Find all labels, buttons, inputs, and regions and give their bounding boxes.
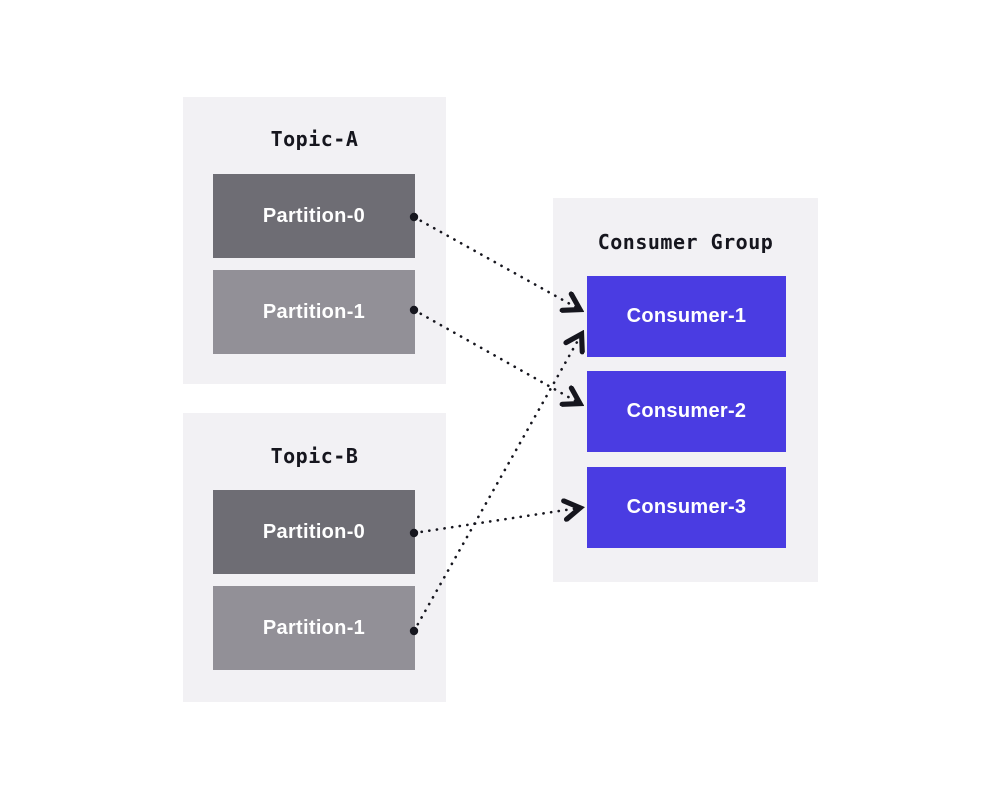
consumer-3: Consumer-3: [587, 467, 786, 548]
consumer-1: Consumer-1: [587, 276, 786, 357]
topic-b-partition-1: Partition-1: [213, 586, 415, 670]
topic-a-partition-1-label: Partition-1: [262, 300, 366, 323]
topic-b-partition-0: Partition-0: [213, 490, 415, 574]
consumer-group-panel: Consumer Group Consumer-1 Consumer-2 Con…: [553, 198, 818, 582]
consumer-group-title: Consumer Group: [597, 230, 774, 254]
topic-a-partition-0: Partition-0: [213, 174, 415, 258]
topic-b-partition-0-label: Partition-0: [262, 520, 366, 543]
consumer-2: Consumer-2: [587, 371, 786, 452]
topic-b-title: Topic-B: [270, 444, 359, 468]
topic-a-partition-1: Partition-1: [213, 270, 415, 354]
topic-b-panel: Topic-B Partition-0 Partition-1: [183, 413, 446, 702]
topic-a-panel: Topic-A Partition-0 Partition-1: [183, 97, 446, 384]
consumer-3-label: Consumer-3: [626, 496, 747, 518]
topic-b-partition-1-label: Partition-1: [262, 616, 366, 639]
topic-a-title: Topic-A: [270, 127, 359, 151]
topic-a-partition-0-label: Partition-0: [262, 204, 366, 227]
consumer-1-label: Consumer-1: [626, 305, 747, 327]
consumer-2-label: Consumer-2: [626, 400, 747, 422]
